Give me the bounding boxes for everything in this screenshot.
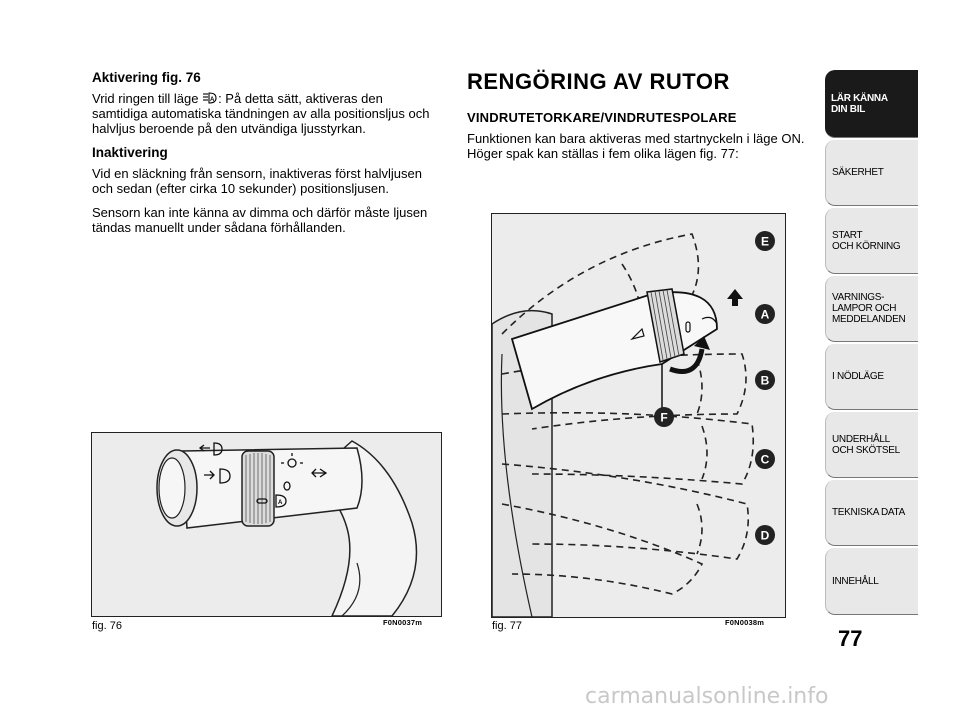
tab-label: TEKNISKA DATA — [832, 507, 905, 518]
heading-aktivering: Aktivering fig. 76 — [92, 70, 201, 85]
tab-lar-kanna[interactable]: LÄR KÄNNA DIN BIL — [825, 70, 918, 138]
paragraph-aktivering-start: Vrid ringen till läge — [92, 91, 203, 106]
subsection-title: VINDRUTETORKARE/VINDRUTESPOLARE — [467, 110, 737, 125]
label-d: D — [761, 529, 770, 543]
label-e: E — [761, 235, 769, 249]
paragraph-aktivering: Vrid ringen till läge A: På detta sätt, … — [92, 91, 442, 136]
tab-varningslampor[interactable]: VARNINGS- LAMPOR OCH MEDDELANDEN — [825, 276, 918, 342]
fig76-code: F0N0037m — [383, 618, 423, 627]
svg-text:A: A — [210, 97, 215, 103]
tab-label: LÄR KÄNNA DIN BIL — [831, 92, 888, 115]
label-f: F — [660, 411, 667, 425]
fig77-code: F0N0038m — [725, 618, 765, 627]
watermark: carmanualsonline.info — [585, 684, 829, 709]
paragraph-sensor: Sensorn kan inte känna av dimma och därf… — [92, 205, 428, 235]
tab-label: INNEHÅLL — [832, 575, 879, 587]
label-badges: E A B F C D — [654, 231, 775, 545]
heading-inaktivering: Inaktivering — [92, 145, 168, 160]
tab-nodlage[interactable]: I NÖDLÄGE — [825, 344, 918, 410]
fig76-caption: fig. 76 — [92, 620, 122, 632]
tab-label: VARNINGS- LAMPOR OCH MEDDELANDEN — [832, 292, 906, 325]
chapter-sidebar: LÄR KÄNNA DIN BIL SÄKERHET START OCH KÖR… — [825, 70, 918, 615]
figure-77: E A B F C D — [491, 213, 786, 618]
tab-label: UNDERHÅLL OCH SKÖTSEL — [832, 433, 900, 456]
tab-sakerhet[interactable]: SÄKERHET — [825, 140, 918, 206]
tab-label: START OCH KÖRNING — [832, 229, 901, 252]
tab-tekniska-data[interactable]: TEKNISKA DATA — [825, 480, 918, 546]
right-column: RENGÖRING AV RUTOR VINDRUTETORKARE/VINDR… — [467, 69, 807, 162]
tab-label: SÄKERHET — [832, 167, 884, 178]
label-c: C — [761, 453, 770, 467]
paragraph-aktivering-end: : På detta sätt, aktiveras den samtidiga… — [92, 91, 430, 136]
label-b: B — [761, 374, 770, 388]
label-a: A — [761, 308, 770, 322]
fig77-caption: fig. 77 — [492, 620, 522, 632]
wiper-stalk-illustration: E A B F C D — [491, 231, 775, 618]
tab-label: I NÖDLÄGE — [832, 371, 884, 382]
paragraph-inaktivering: Vid en släckning från sensorn, inaktiver… — [92, 166, 422, 196]
auto-light-icon: A — [203, 92, 217, 104]
paragraph-functions: Funktionen kan bara aktiveras med startn… — [467, 131, 805, 161]
left-column: Aktivering fig. 76 Vrid ringen till läge… — [92, 70, 442, 244]
section-title: RENGÖRING AV RUTOR — [467, 69, 730, 94]
figure-76: A — [91, 432, 442, 617]
light-stalk-illustration: A — [156, 440, 418, 617]
page-number: 77 — [838, 626, 863, 651]
tab-start[interactable]: START OCH KÖRNING — [825, 208, 918, 274]
tab-underhall[interactable]: UNDERHÅLL OCH SKÖTSEL — [825, 412, 918, 478]
ring-auto-label: A — [278, 500, 283, 506]
tab-innehall[interactable]: INNEHÅLL — [825, 548, 918, 615]
